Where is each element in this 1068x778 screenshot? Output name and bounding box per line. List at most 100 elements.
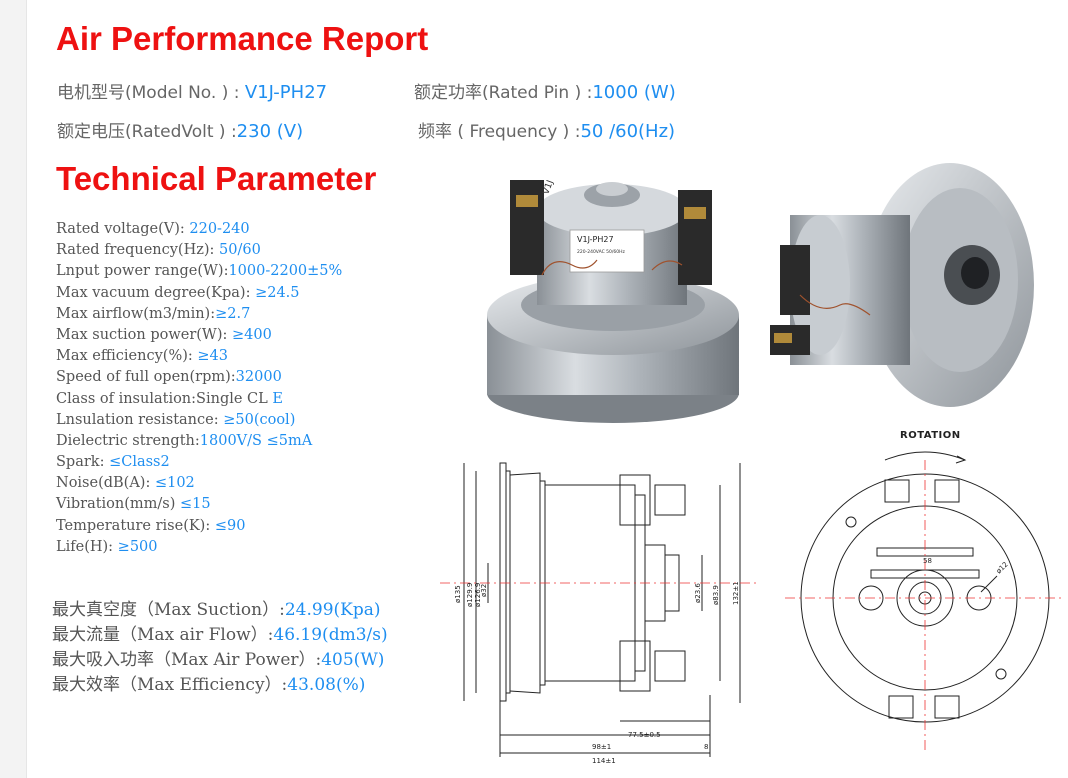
rated-pin-label: 额定功率(Rated Pin ) : bbox=[414, 83, 593, 103]
dim-32: ø32 bbox=[480, 584, 488, 597]
rated-volt-value: 230 (V) bbox=[236, 121, 304, 142]
parameter-label: Lnput power range(W): bbox=[56, 263, 229, 280]
photo-label-rating: 220-240VAC 50/60Hz bbox=[577, 249, 626, 255]
dim-236: ø23.6 bbox=[694, 583, 702, 603]
parameter-value: ≤15 bbox=[180, 496, 211, 513]
parameter-label: Rated frequency(Hz): bbox=[56, 242, 220, 259]
parameter-value: ≥2.7 bbox=[215, 305, 251, 322]
parameter-row: Temperature rise(K): ≤90 bbox=[56, 516, 342, 537]
performance-label: 最大流量（Max air Flow）: bbox=[52, 625, 274, 645]
photo-side-mark: V1J bbox=[541, 179, 555, 196]
performance-row: 最大效率（Max Efficiency）:43.08(%) bbox=[52, 673, 388, 698]
performance-value: 43.08(%) bbox=[287, 675, 366, 695]
parameter-row: Vibration(mm/s) ≤15 bbox=[56, 494, 342, 515]
frequency-value: 50 /60(Hz) bbox=[580, 121, 676, 142]
motor-photo-side bbox=[760, 155, 1036, 421]
dim-114: 114±1 bbox=[592, 757, 616, 765]
parameter-row: Rated frequency(Hz): 50/60 bbox=[56, 240, 342, 261]
parameter-label: Spark: bbox=[56, 454, 110, 471]
parameter-label: Class of insulation:Single CL bbox=[56, 390, 273, 407]
parameter-value: ≥43 bbox=[197, 348, 228, 365]
performance-row: 最大真空度（Max Suction）:24.99(Kpa) bbox=[52, 598, 388, 623]
parameter-value: E bbox=[272, 390, 283, 407]
performance-value: 46.19(dm3/s) bbox=[273, 625, 388, 645]
performance-label: 最大效率（Max Efficiency）: bbox=[52, 675, 288, 695]
motor-photo-front-image: V1J-PH27 220-240VAC 50/60Hz V1J bbox=[482, 155, 744, 427]
dim-132: 132±1 bbox=[732, 581, 740, 605]
side-view-drawing-svg: ø135 ø129.9 ø126.9 ø32 ø23.6 ø83.9 132±1… bbox=[440, 462, 760, 765]
parameter-row: Class of insulation:Single CL E bbox=[56, 389, 342, 410]
rated-volt-spec: 额定电压(RatedVolt ) :230 (V) bbox=[57, 117, 303, 142]
dim-8: 8 bbox=[704, 743, 708, 751]
front-view-drawing: 58 ø12 bbox=[785, 430, 1065, 770]
parameter-label: Life(H): bbox=[56, 538, 118, 555]
parameter-row: Rated voltage(V): 220-240 bbox=[56, 219, 342, 240]
parameter-row: Dielectric strength:1800V/S ≤5mA bbox=[56, 431, 342, 452]
performance-value: 24.99(Kpa) bbox=[284, 600, 381, 620]
parameter-label: Max vacuum degree(Kpa): bbox=[56, 284, 256, 301]
air-performance-title: Air Performance Report bbox=[56, 20, 429, 57]
dim-126: ø126.9 bbox=[474, 583, 482, 607]
photo-label-model: V1J-PH27 bbox=[577, 235, 614, 244]
parameter-value: ≤102 bbox=[154, 475, 195, 492]
front-view-drawing-svg: 58 ø12 bbox=[785, 451, 1065, 750]
rotation-label: ROTATION bbox=[900, 430, 961, 441]
parameter-value: ≥50(cool) bbox=[223, 411, 296, 428]
dim-58: 58 bbox=[923, 557, 932, 565]
parameter-row: Max airflow(m3/min):≥2.7 bbox=[56, 304, 342, 325]
parameter-label: Temperature rise(K): bbox=[56, 517, 215, 534]
technical-parameter-title: Technical Parameter bbox=[56, 160, 377, 197]
performance-value: 405(W) bbox=[321, 650, 385, 670]
motor-photo-side-image bbox=[760, 155, 1036, 421]
parameter-value: ≥500 bbox=[117, 538, 158, 555]
parameter-row: Lnsulation resistance: ≥50(cool) bbox=[56, 410, 342, 431]
dim-98: 98±1 bbox=[592, 743, 611, 751]
motor-photo-front: V1J-PH27 220-240VAC 50/60Hz V1J bbox=[482, 155, 744, 427]
parameter-row: Spark: ≤Class2 bbox=[56, 452, 342, 473]
dim-77: 77.5±0.5 bbox=[628, 731, 661, 739]
parameter-value: ≥400 bbox=[231, 326, 272, 343]
parameter-row: Speed of full open(rpm):32000 bbox=[56, 367, 342, 388]
parameter-label: Max airflow(m3/min): bbox=[56, 305, 216, 322]
parameter-value: ≥24.5 bbox=[255, 284, 300, 301]
performance-label: 最大真空度（Max Suction）: bbox=[52, 600, 285, 620]
parameter-row: Life(H): ≥500 bbox=[56, 537, 342, 558]
parameter-row: Noise(dB(A): ≤102 bbox=[56, 473, 342, 494]
model-label: 电机型号(Model No. ) : bbox=[57, 83, 245, 103]
side-view-drawing: ø135 ø129.9 ø126.9 ø32 ø23.6 ø83.9 132±1… bbox=[440, 445, 760, 770]
frequency-spec: 频率 ( Frequency ) :50 /60(Hz) bbox=[418, 117, 675, 142]
performance-row: 最大流量（Max air Flow）:46.19(dm3/s) bbox=[52, 623, 388, 648]
parameter-label: Vibration(mm/s) bbox=[56, 496, 180, 513]
performance-results-list: 最大真空度（Max Suction）:24.99(Kpa)最大流量（Max ai… bbox=[52, 598, 388, 698]
performance-label: 最大吸入功率（Max Air Power）: bbox=[52, 650, 322, 670]
parameter-row: Max efficiency(%): ≥43 bbox=[56, 346, 342, 367]
rated-pin-value: 1000 (W) bbox=[592, 82, 676, 103]
parameter-row: Max vacuum degree(Kpa): ≥24.5 bbox=[56, 283, 342, 304]
parameter-label: Max efficiency(%): bbox=[56, 348, 198, 365]
parameter-label: Noise(dB(A): bbox=[56, 475, 155, 492]
parameter-label: Max suction power(W): bbox=[56, 326, 232, 343]
performance-row: 最大吸入功率（Max Air Power）:405(W) bbox=[52, 648, 388, 673]
parameter-row: Max suction power(W): ≥400 bbox=[56, 325, 342, 346]
parameter-value: ≤90 bbox=[214, 517, 246, 534]
parameter-value: ≤Class2 bbox=[109, 454, 170, 471]
model-value: V1J-PH27 bbox=[244, 82, 328, 103]
parameter-label: Dielectric strength: bbox=[56, 432, 200, 449]
rated-volt-label: 额定电压(RatedVolt ) : bbox=[57, 122, 237, 142]
frequency-label: 频率 ( Frequency ) : bbox=[418, 122, 581, 142]
parameter-value: 50/60 bbox=[219, 242, 261, 259]
model-spec: 电机型号(Model No. ) : V1J-PH27 bbox=[57, 78, 327, 103]
parameter-value: 1000-2200±5% bbox=[228, 263, 343, 280]
parameter-label: Rated voltage(V): bbox=[56, 221, 190, 237]
dim-135: ø135 bbox=[454, 585, 462, 603]
parameter-value: 32000 bbox=[235, 369, 282, 386]
rated-pin-spec: 额定功率(Rated Pin ) :1000 (W) bbox=[414, 78, 676, 103]
parameter-label: Lnsulation resistance: bbox=[56, 411, 224, 428]
left-page-strip bbox=[0, 0, 27, 778]
parameter-label: Speed of full open(rpm): bbox=[56, 369, 236, 386]
dim-12: ø12 bbox=[995, 560, 1010, 575]
parameter-value: 1800V/S ≤5mA bbox=[199, 432, 313, 449]
parameter-value: 220-240 bbox=[189, 221, 250, 237]
dim-129: ø129.9 bbox=[466, 583, 474, 607]
